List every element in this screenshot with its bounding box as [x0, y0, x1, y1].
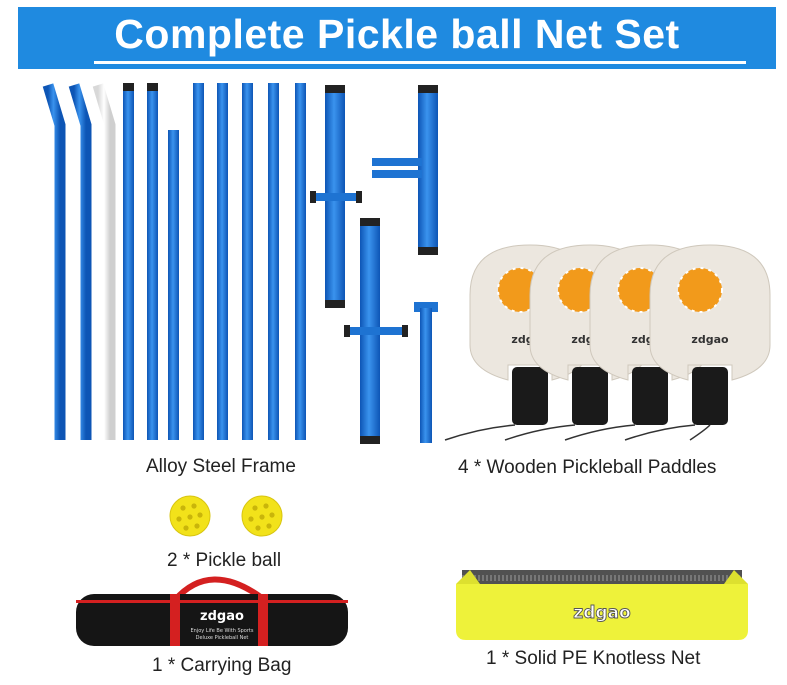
svg-text:zdgao: zdgao	[573, 603, 630, 623]
bent-pole-2	[68, 83, 92, 440]
paddles-caption: 4 * Wooden Pickleball Paddles	[458, 457, 717, 478]
base-2	[418, 85, 438, 255]
banner-underline	[94, 61, 746, 64]
lanyards	[444, 424, 711, 441]
pickleball-2	[241, 495, 283, 537]
pole-5	[147, 83, 158, 440]
pole-4	[123, 83, 134, 440]
svg-text:zdgao: zdgao	[200, 609, 244, 624]
title-banner: Complete Pickle ball Net Set	[18, 7, 776, 69]
bent-pole-white	[92, 83, 116, 440]
bag-caption: 1 * Carrying Bag	[152, 655, 292, 676]
svg-text:zdgao: zdgao	[691, 333, 729, 346]
paddle-4: zdgao	[649, 244, 771, 425]
banner-title: Complete Pickle ball Net Set	[114, 11, 680, 57]
net-caption: 1 * Solid PE Knotless Net	[486, 648, 701, 669]
pole-8	[217, 83, 228, 440]
pole-11	[295, 83, 306, 440]
pole-6	[168, 130, 179, 440]
pole-9	[242, 83, 253, 440]
post-short	[414, 302, 438, 312]
frame-caption: Alloy Steel Frame	[146, 456, 296, 477]
pole-10	[268, 83, 279, 440]
pole-7	[193, 83, 204, 440]
bent-pole-1	[42, 83, 66, 440]
svg-text:Enjoy Life Be With Sports: Enjoy Life Be With Sports	[191, 628, 254, 634]
pickleball-1	[169, 495, 211, 537]
svg-text:Deluxe Pickleball Net: Deluxe Pickleball Net	[196, 635, 249, 641]
balls-caption: 2 * Pickle ball	[167, 550, 282, 571]
